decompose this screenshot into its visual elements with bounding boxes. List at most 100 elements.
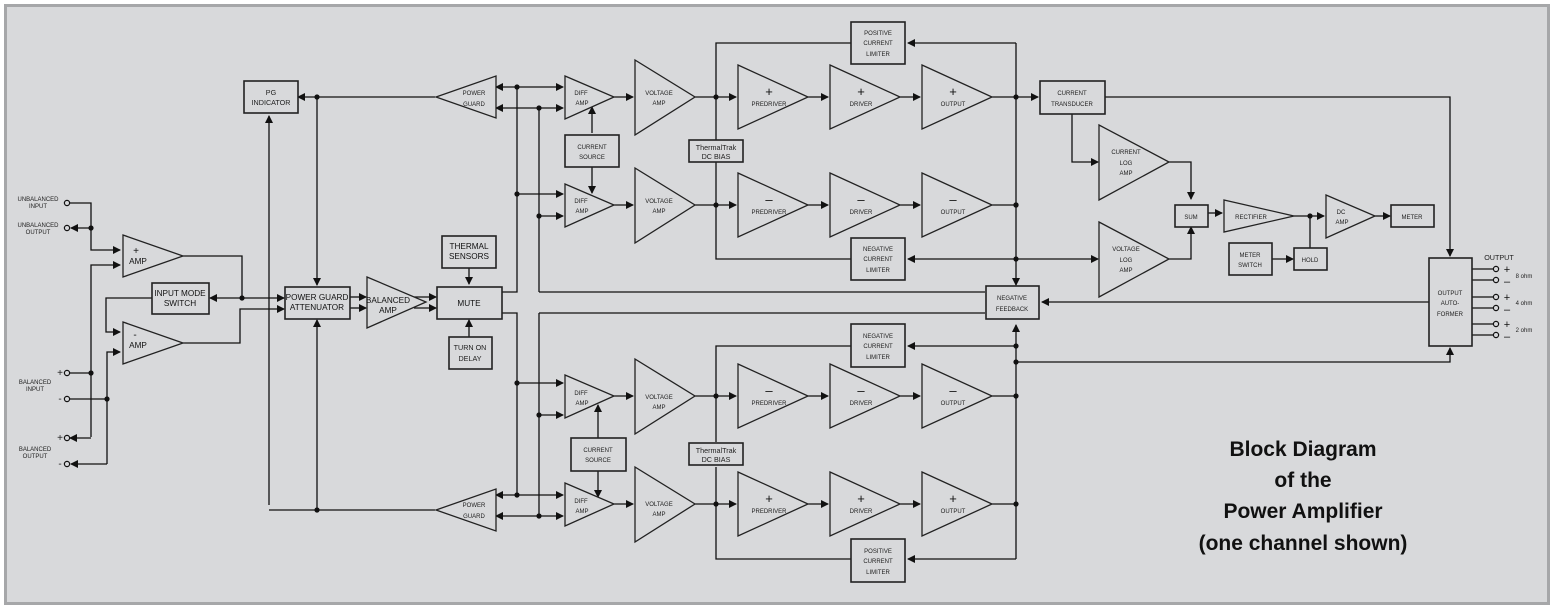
- current-source-top: CURRENT SOURCE: [564, 134, 620, 168]
- svg-text:AMP: AMP: [575, 101, 588, 107]
- svg-text:POWER: POWER: [463, 91, 486, 97]
- title-line-1: Block Diagram: [1229, 438, 1376, 461]
- output-4ohm-plus-terminal: [1492, 293, 1500, 301]
- balanced-input-label-2: INPUT: [26, 387, 44, 393]
- svg-text:VOLTAGE: VOLTAGE: [645, 502, 672, 508]
- balanced-output-label-1: BALANCED: [19, 447, 52, 453]
- svg-text:LIMITER: LIMITER: [866, 355, 890, 361]
- diff-amp-4: DIFF AMP: [564, 482, 616, 528]
- svg-text:VOLTAGE: VOLTAGE: [645, 395, 672, 401]
- svg-text:ThermalTrak: ThermalTrak: [696, 446, 737, 455]
- svg-text:DC BIAS: DC BIAS: [702, 152, 731, 161]
- svg-text:GUARD: GUARD: [463, 102, 485, 108]
- svg-text:POSITIVE: POSITIVE: [864, 549, 892, 555]
- svg-text:VOLTAGE: VOLTAGE: [645, 91, 672, 97]
- svg-text:SUM: SUM: [1184, 215, 1197, 221]
- output-8ohm-minus-terminal: [1492, 276, 1500, 284]
- svg-text:ThermalTrak: ThermalTrak: [696, 143, 737, 152]
- output-lower-negative: –OUTPUT: [921, 362, 994, 430]
- tap-8ohm-label: 8 ohm: [1516, 274, 1533, 280]
- predriver-sign: –: [765, 192, 773, 207]
- svg-text:DELAY: DELAY: [458, 354, 481, 363]
- turn-on-delay: TURN ON DELAY: [448, 336, 493, 370]
- svg-text:HOLD: HOLD: [1302, 258, 1319, 264]
- output-chains: +PREDRIVER+DRIVER+OUTPUT–PREDRIVER–DRIVE…: [737, 63, 994, 538]
- unbalanced-input-label-2: INPUT: [29, 204, 47, 210]
- svg-text:INPUT MODE: INPUT MODE: [154, 289, 206, 298]
- balanced-input-plus-sign: +: [57, 368, 63, 379]
- svg-text:AMP: AMP: [1119, 268, 1132, 274]
- svg-text:AMP: AMP: [129, 257, 147, 266]
- plus-amp: + AMP: [122, 234, 185, 278]
- output-heading: OUTPUT: [1484, 253, 1514, 262]
- driver-upper-positive: +DRIVER: [829, 63, 902, 131]
- output-sign: +: [949, 84, 957, 99]
- output-sign: +: [949, 491, 957, 506]
- mute: MUTE: [436, 286, 503, 320]
- svg-text:DIFF: DIFF: [574, 91, 588, 97]
- unbalanced-output-label-1: UNBALANCED: [17, 223, 59, 229]
- hold: HOLD: [1293, 247, 1328, 271]
- svg-text:LIMITER: LIMITER: [866, 268, 890, 274]
- tap-8ohm-plus: +: [1504, 264, 1510, 276]
- minus-amp: - AMP: [122, 321, 185, 365]
- junction-dots: [88, 84, 1313, 519]
- negative-current-limiter-bottom: NEGATIVE CURRENT LIMITER: [850, 323, 906, 368]
- svg-text:CURRENT: CURRENT: [863, 41, 893, 47]
- balanced-input-plus-terminal: [63, 369, 71, 377]
- predriver-lower-positive: +PREDRIVER: [737, 470, 810, 538]
- svg-text:LIMITER: LIMITER: [866, 570, 890, 576]
- predriver-label: PREDRIVER: [751, 210, 787, 216]
- terminals: [63, 199, 1500, 468]
- unbalanced-input-label-1: UNBALANCED: [17, 197, 59, 203]
- predriver-upper-negative: – PREDRIVER: [737, 171, 810, 239]
- svg-text:-: -: [133, 330, 136, 341]
- balanced-input-minus-terminal: [63, 395, 71, 403]
- svg-text:AMP: AMP: [652, 209, 665, 215]
- svg-text:CURRENT: CURRENT: [863, 257, 893, 263]
- svg-text:CURRENT: CURRENT: [1111, 150, 1141, 156]
- power-guard-bottom: POWER GUARD: [434, 488, 497, 532]
- tap-4ohm-plus: +: [1504, 292, 1510, 304]
- svg-text:AMP: AMP: [652, 405, 665, 411]
- title-line-3: Power Amplifier: [1223, 500, 1382, 523]
- output-section: OUTPUT + – 8 ohm + – 4 ohm + – 2 ohm: [1484, 253, 1532, 343]
- driver-lower-positive: +DRIVER: [829, 470, 902, 538]
- title-line-2: of the: [1274, 469, 1331, 492]
- svg-text:SOURCE: SOURCE: [579, 155, 605, 161]
- unbalanced-output-label-2: OUTPUT: [26, 230, 51, 236]
- svg-text:FEEDBACK: FEEDBACK: [996, 307, 1028, 313]
- output-autoformer: OUTPUT AUTO- FORMER: [1428, 257, 1473, 347]
- driver-sign: –: [857, 192, 865, 207]
- driver-lower-negative: – DRIVER: [829, 362, 902, 430]
- dc-amp: DC AMP: [1325, 194, 1377, 240]
- output-2ohm-plus-terminal: [1492, 320, 1500, 328]
- svg-text:AMP: AMP: [575, 401, 588, 407]
- svg-text:TRANSDUCER: TRANSDUCER: [1051, 102, 1093, 108]
- voltage-log-amp: VOLTAGE LOG AMP: [1098, 220, 1171, 299]
- driver-label: DRIVER: [850, 401, 873, 407]
- svg-text:CURRENT: CURRENT: [863, 559, 893, 565]
- tap-2ohm-plus: +: [1504, 319, 1510, 331]
- svg-text:AMP: AMP: [652, 512, 665, 518]
- thermal-sensors: THERMAL SENSORS: [441, 235, 497, 269]
- voltage-amp-1: VOLTAGE AMP: [634, 58, 697, 137]
- output-label: OUTPUT: [941, 401, 966, 407]
- svg-text:LIMITER: LIMITER: [866, 52, 890, 58]
- output-upper-positive: +OUTPUT: [921, 63, 994, 131]
- driver-sign: –: [857, 383, 865, 398]
- output-lower-positive: +OUTPUT: [921, 470, 994, 538]
- svg-text:MUTE: MUTE: [457, 299, 481, 308]
- svg-text:DIFF: DIFF: [574, 199, 588, 205]
- svg-text:SENSORS: SENSORS: [449, 252, 490, 261]
- predriver-label: PREDRIVER: [751, 102, 787, 108]
- current-source-bottom: CURRENT SOURCE: [570, 437, 627, 472]
- tap-2ohm-label: 2 ohm: [1516, 328, 1533, 334]
- positive-current-limiter-top: POSITIVE CURRENT LIMITER: [850, 21, 906, 65]
- predriver-upper-positive: +PREDRIVER: [737, 63, 810, 131]
- sum: SUM: [1174, 204, 1209, 228]
- input-mode-switch: INPUT MODE SWITCH: [151, 282, 210, 315]
- output-upper-negative: –OUTPUT: [921, 171, 994, 239]
- title-line-4: (one channel shown): [1199, 532, 1408, 555]
- svg-text:AMP: AMP: [129, 341, 147, 350]
